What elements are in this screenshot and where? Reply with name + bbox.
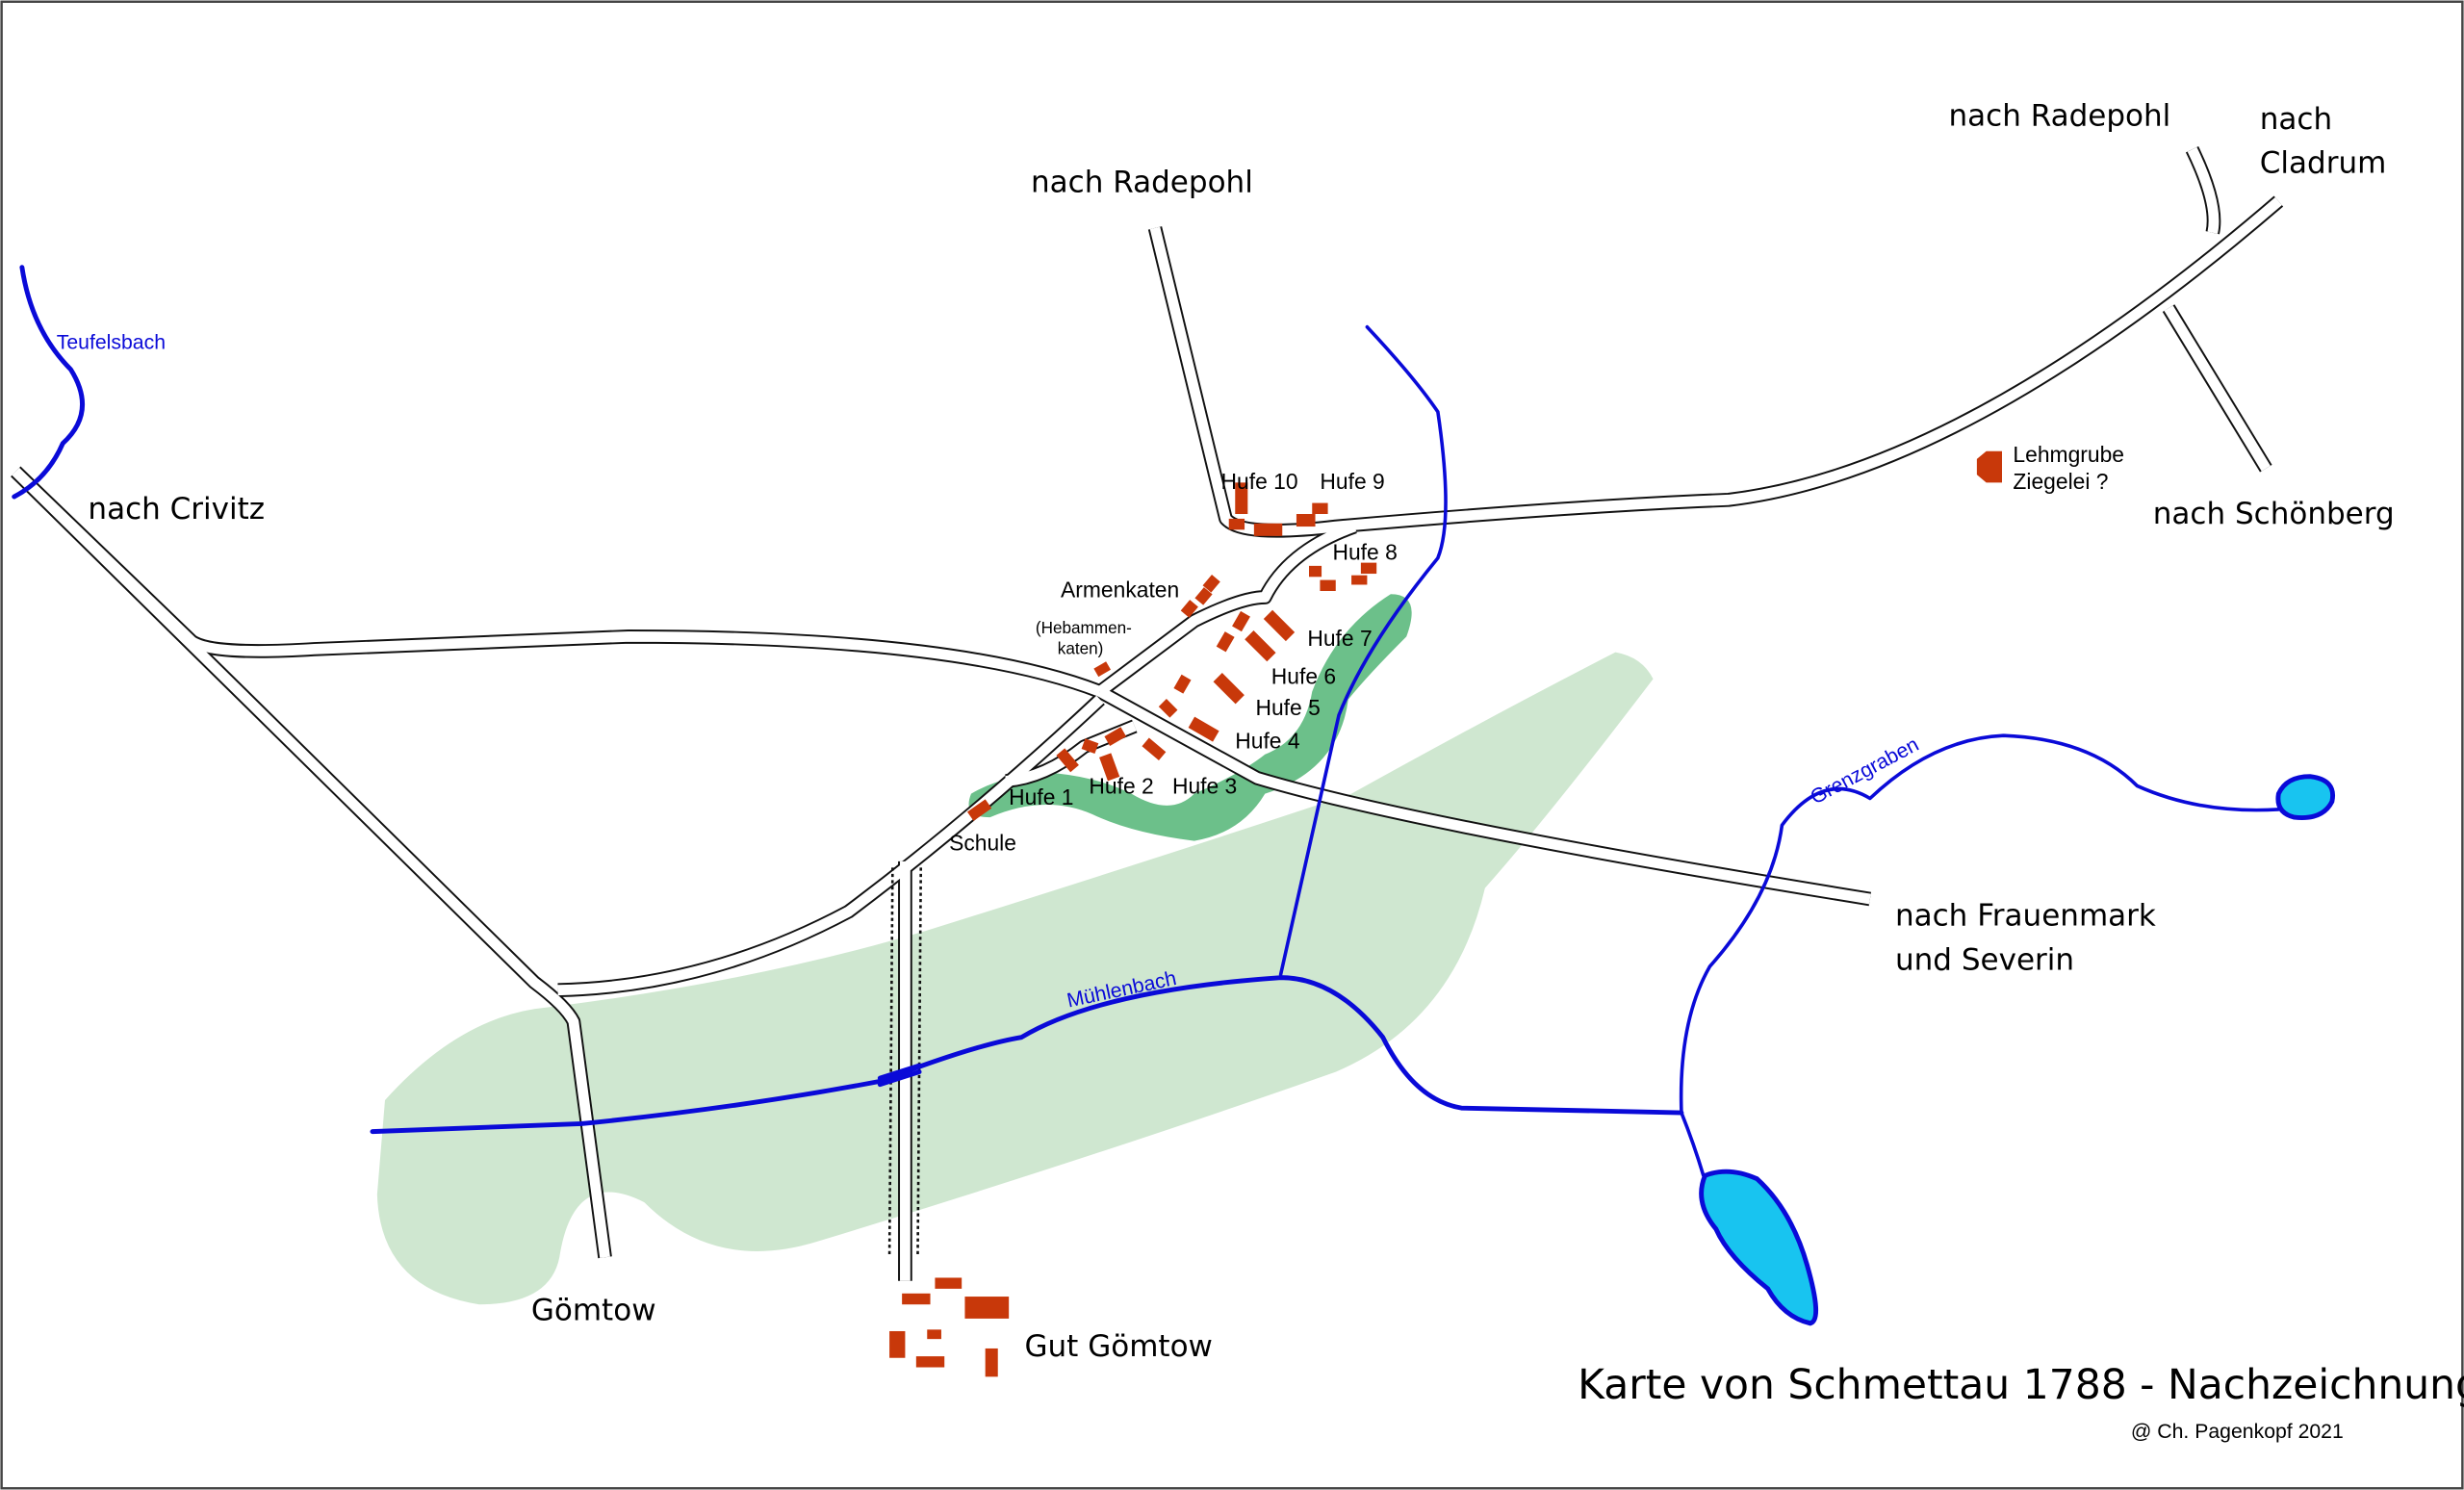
label-hufe-6: Hufe 6 (1271, 663, 1336, 688)
lake-outflow (1680, 1111, 1706, 1178)
label-frauenmark-2: und Severin (1895, 942, 2074, 977)
label-radepohl-ne: nach Radepohl (1948, 99, 2170, 134)
label-hufe-7: Hufe 7 (1307, 626, 1372, 651)
meadow-dark (968, 594, 1412, 841)
mill-crossing (877, 1063, 922, 1088)
small-lake (2275, 774, 2336, 821)
large-lake (1699, 1169, 1819, 1326)
tributary-stream (1278, 324, 1448, 977)
label-teufelsbach: Teufelsbach (57, 332, 166, 354)
label-hufe-9: Hufe 9 (1320, 469, 1384, 494)
buildings (889, 450, 2002, 1377)
copyright: @ Ch. Pagenkopf 2021 (2131, 1421, 2344, 1443)
label-goemtow: Gömtow (531, 1294, 656, 1328)
label-schule: Schule (949, 830, 1016, 855)
roads (11, 146, 2284, 1281)
label-crivitz: nach Crivitz (88, 492, 265, 527)
lehmgrube-marker (1976, 450, 2002, 483)
label-hufe-8: Hufe 8 (1332, 539, 1397, 564)
label-radepohl-north: nach Radepohl (1031, 165, 1253, 199)
muehlenbach-river (370, 975, 1684, 1135)
label-hufe-4: Hufe 4 (1235, 728, 1300, 753)
label-gut-goemtow: Gut Gömtow (1024, 1329, 1212, 1364)
label-hufe-3: Hufe 3 (1172, 774, 1237, 799)
label-hufe-5: Hufe 5 (1255, 695, 1320, 720)
label-armenkaten: Armenkaten (1061, 578, 1179, 603)
grenzgraben-river (1679, 733, 2281, 1115)
teufelsbach-river (12, 265, 85, 500)
label-hufe-10: Hufe 10 (1221, 469, 1298, 494)
label-hebammenkaten-2: katen) (1058, 638, 1104, 657)
label-cladrum-2: Cladrum (2260, 146, 2387, 181)
label-schoenberg: nach Schönberg (2153, 497, 2395, 531)
label-hebammenkaten-1: (Hebammen- (1036, 618, 1132, 637)
label-frauenmark-1: nach Frauenmark (1895, 899, 2156, 934)
meadow-light (376, 652, 1654, 1305)
label-ziegelei: Ziegelei ? (2013, 469, 2108, 494)
label-hufe-1: Hufe 1 (1009, 784, 1073, 809)
label-lehmgrube: Lehmgrube (2013, 442, 2124, 467)
map-title: Karte von Schmettau 1788 - Nachzeichnung (1578, 1362, 2464, 1409)
label-hufe-2: Hufe 2 (1089, 774, 1153, 799)
label-cladrum-1: nach (2260, 102, 2332, 137)
